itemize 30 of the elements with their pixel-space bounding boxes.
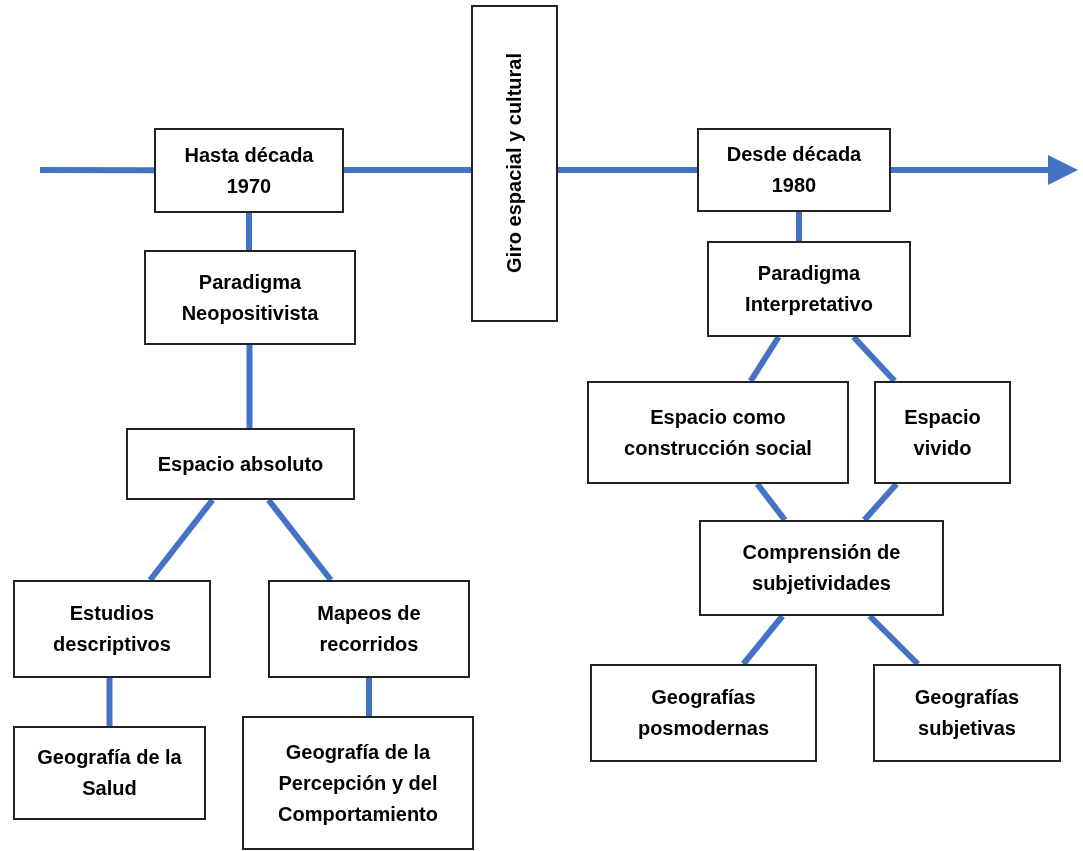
connector-line [558, 167, 697, 173]
connector-line [796, 212, 802, 241]
process-box: Desde década 1980 [697, 128, 891, 212]
process-box: Espacio como construcción social [587, 381, 849, 484]
connector-line [862, 482, 899, 522]
connector-line [741, 614, 785, 666]
process-box: Comprensión de subjetividades [699, 520, 944, 616]
connector-line [40, 167, 154, 174]
connector-line [266, 498, 334, 582]
connector-line [147, 498, 215, 582]
process-box: Mapeos de recorridos [268, 580, 470, 678]
connector-line [246, 213, 252, 250]
process-box: Geografías subjetivas [873, 664, 1061, 762]
connector-line [366, 678, 372, 716]
process-box: Geografía de la Percepción y del Comportamiento [242, 716, 474, 850]
connector-line [344, 167, 471, 173]
arrow [891, 155, 1078, 185]
process-box: Paradigma Interpretativo [707, 241, 911, 337]
process-box: Geografía de la Salud [13, 726, 206, 820]
process-box: Hasta década 1970 [154, 128, 344, 213]
connector-line [748, 335, 782, 383]
process-box: Estudios descriptivos [13, 580, 211, 678]
connector-line [754, 482, 788, 522]
process-box: Espacio vivido [874, 381, 1011, 484]
process-box: Espacio absoluto [126, 428, 355, 500]
process-box: Paradigma Neopositivista [144, 250, 356, 345]
connector-line [106, 678, 113, 726]
vertical-box: Giro espacial y cultural [471, 5, 558, 322]
process-box: Geografías posmodernas [590, 664, 817, 762]
connector-line [246, 345, 253, 428]
